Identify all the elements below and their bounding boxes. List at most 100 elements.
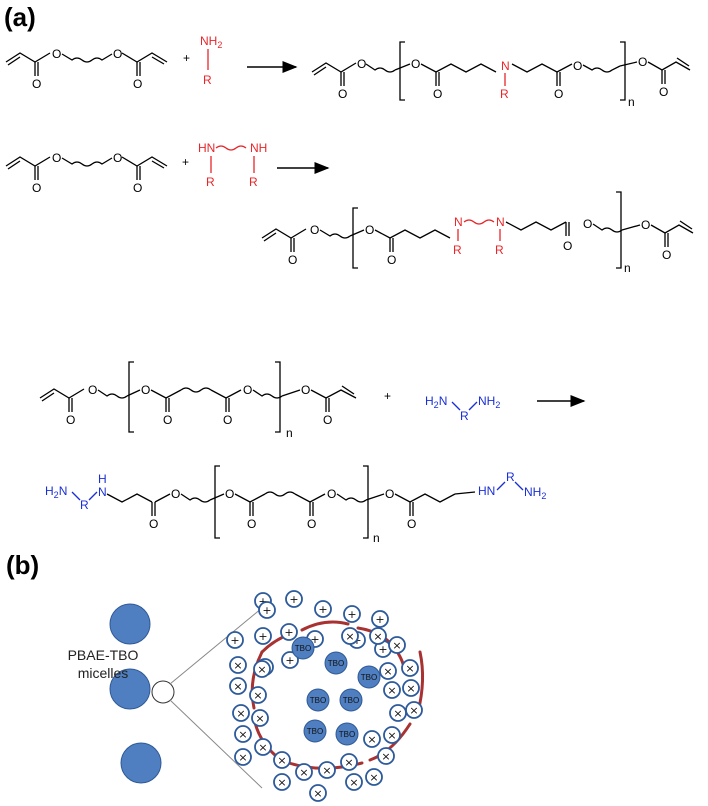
shell-segment: [368, 722, 412, 762]
product-3: H2N R H N O O O O O O: [45, 465, 546, 545]
charge-circle: [379, 662, 397, 680]
atom-hn: HN: [198, 141, 215, 155]
atom-o: O: [641, 218, 650, 232]
tbo-label: TBO: [307, 727, 323, 736]
charge-circle: [251, 709, 269, 727]
atom-o: O: [387, 253, 396, 267]
atom-o: O: [88, 383, 97, 397]
diacrylate-2: O O O O: [5, 151, 168, 195]
charge-symbol: ×: [387, 684, 396, 697]
tbo-label: TBO: [343, 696, 359, 705]
atom-n: N: [501, 59, 510, 73]
atom-o: O: [113, 47, 122, 61]
charge-circle: [340, 753, 358, 771]
charge-symbol: +: [289, 593, 298, 606]
charge-circle: [318, 761, 336, 779]
reaction-3: O O O O O O n O O +: [39, 361, 586, 545]
atom-r: R: [460, 409, 469, 423]
charge-circle: [383, 681, 401, 699]
surface-charge: ×: [379, 662, 397, 680]
charge-symbol: ×: [392, 639, 401, 652]
atom-o: O: [583, 217, 592, 231]
primary-diamine: H2N R NH2: [425, 394, 500, 423]
charge-circle: [249, 686, 267, 704]
surface-charge: ×: [401, 659, 419, 677]
charge-symbol: +: [310, 633, 319, 646]
surface-charge: ×: [232, 704, 250, 722]
panel-a-label: (a): [4, 2, 36, 32]
atom-nh: NH: [250, 141, 267, 155]
charge-symbol: ×: [238, 751, 247, 764]
charge-circle: [254, 627, 272, 645]
surface-charge: +: [258, 601, 276, 619]
charge-symbol: ×: [258, 741, 267, 754]
oligo-diacrylate: O O O O O O n O O: [39, 361, 357, 440]
atom-o: O: [385, 487, 394, 501]
surface-charge: ×: [273, 751, 291, 769]
micelle: [109, 668, 151, 710]
surface-charge: ×: [318, 761, 336, 779]
panel-b-label: (b): [6, 550, 39, 580]
surface-charge: ×: [363, 730, 381, 748]
charge-symbol: ×: [373, 630, 382, 643]
charge-circle: [369, 627, 387, 645]
charge-circle: [258, 601, 276, 619]
micelles-label-line2: micelles: [78, 665, 129, 681]
surface-charge: ×: [341, 627, 359, 645]
plus-sign: +: [384, 389, 391, 403]
charge-circle: [285, 590, 303, 608]
product-2: O O O O N R N R O O n O: [261, 191, 694, 275]
product-1: O O O O N R O O n O O: [311, 41, 691, 109]
atom-o: O: [141, 383, 150, 397]
surface-charge: ×: [251, 709, 269, 727]
charge-circle: [388, 636, 406, 654]
charge-circle: [345, 773, 363, 791]
tbo-label: TBO: [295, 644, 311, 653]
tbo-label: TBO: [328, 659, 344, 668]
atom-o: O: [638, 55, 647, 69]
charge-circle: [365, 768, 383, 786]
atom-r: R: [500, 87, 509, 101]
tbo-core: TBO: [306, 688, 330, 712]
atom-hn: HN: [478, 484, 495, 498]
charge-symbol: ×: [387, 729, 396, 742]
atom-n: N: [98, 485, 107, 499]
charge-circle: [232, 704, 250, 722]
surface-charge: +: [285, 590, 303, 608]
charge-symbol: ×: [381, 750, 390, 763]
atom-o: O: [659, 85, 668, 99]
surface-charge: +: [280, 623, 298, 641]
surface-charge: ×: [340, 753, 358, 771]
surface-charge: ×: [234, 725, 252, 743]
atom-o: O: [433, 87, 442, 101]
surface-charge: ×: [229, 677, 247, 695]
charge-symbol: +: [375, 613, 384, 626]
atom-o: O: [163, 413, 172, 427]
surface-charge: ×: [234, 748, 252, 766]
tbo-core: TBO: [303, 719, 327, 743]
charge-symbol: ×: [277, 754, 286, 767]
charge-circle: [383, 726, 401, 744]
plus-sign: +: [183, 51, 190, 65]
charge-symbol: ×: [409, 704, 418, 717]
charge-symbol: +: [284, 626, 293, 639]
charge-circle: [401, 659, 419, 677]
atom-r: R: [495, 243, 504, 257]
surface-charge: ×: [402, 679, 420, 697]
atom-n: N: [454, 215, 463, 229]
tbo-circle: [335, 722, 359, 746]
tbo-circle: [324, 651, 348, 675]
atom-o: O: [288, 253, 297, 267]
atom-r: R: [249, 175, 258, 189]
charge-symbol: ×: [238, 728, 247, 741]
atom-o: O: [662, 248, 671, 262]
atom-o: O: [338, 87, 347, 101]
charge-circle: [377, 747, 395, 765]
atom-o: O: [301, 383, 310, 397]
reaction-2: O O O O + HN NH R R O O: [5, 141, 694, 275]
charge-symbol: ×: [322, 764, 331, 777]
tbo-core: TBO: [339, 688, 363, 712]
charge-circle: [229, 677, 247, 695]
